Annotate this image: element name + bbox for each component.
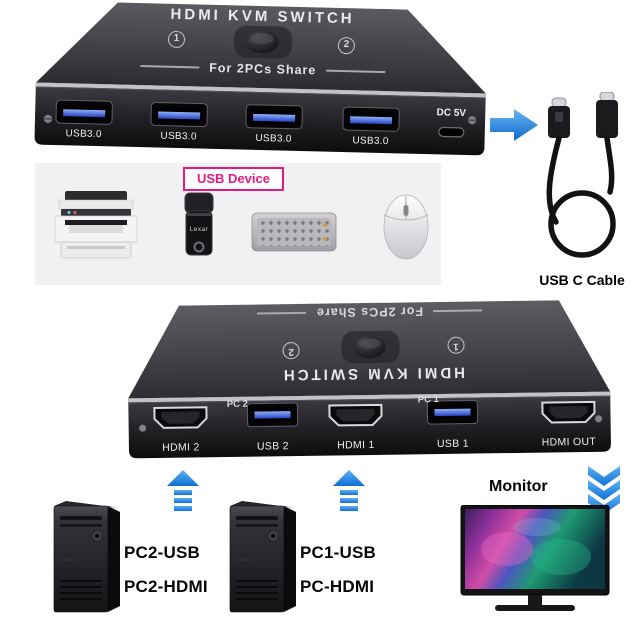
hdmi1-port-label: HDMI 1 <box>337 438 375 452</box>
usb-device-panel: USB Device Lexar <box>35 163 441 285</box>
usb-port-label: USB3.0 <box>255 132 292 145</box>
printer-icon <box>54 191 138 259</box>
usb-c-cable-icon <box>546 92 618 258</box>
kvm-switch-rear-view: For 2PCs Share HDMI KVM SWITCH 2 1 PC 2 … <box>107 291 631 466</box>
usb-port-icon <box>342 106 400 132</box>
monitor-icon <box>460 505 610 611</box>
usb-c-cable-label: USB C Cable <box>539 272 625 288</box>
usb-port-label: USB3.0 <box>160 130 197 143</box>
hdmi-port-icon <box>153 406 208 429</box>
usb-devices-graphic <box>54 191 429 260</box>
screw-icon <box>138 423 148 433</box>
selector-button <box>353 335 386 358</box>
usb-port-label: USB3.0 <box>352 135 389 148</box>
monitor-label: Monitor <box>489 478 548 495</box>
usb-port-label: USB3.0 <box>65 128 102 141</box>
usb2-port-label: USB 2 <box>256 440 289 453</box>
screw-icon <box>467 115 478 126</box>
pc1-usb-label: PC1-USB <box>300 543 377 562</box>
arrow-right-icon <box>490 109 538 141</box>
usb-c-port-icon <box>438 126 465 138</box>
device-subtitle-text: For 2PCs Share <box>209 60 317 78</box>
kvm-switch-front-view: HDMI KVM SWITCH 1 2 For 2PCs Share USB3.… <box>26 0 495 166</box>
pc2-port-group-label: PC 2 <box>226 398 248 410</box>
usb-port-icon <box>426 400 479 425</box>
dc-port-label: DC 5V <box>436 107 467 120</box>
mouse-icon <box>383 194 429 260</box>
usb1-port-label: USB 1 <box>436 437 469 451</box>
usb-device-badge: USB Device <box>183 167 284 191</box>
arrow-up-icon <box>333 470 365 511</box>
selector-number-2: 2 <box>282 341 300 360</box>
hdmi-port-icon <box>328 403 383 427</box>
pc2-usb-label: PC2-USB <box>124 543 201 562</box>
usb-port-icon <box>246 402 299 428</box>
screw-icon <box>43 113 54 124</box>
hdmi2-port-label: HDMI 2 <box>162 441 200 454</box>
usb-port-icon <box>150 101 208 128</box>
usb-port-icon <box>55 99 113 125</box>
kvm-switch-rear-graphic <box>128 300 611 459</box>
device-subtitle-text: For 2PCs Share <box>315 304 424 320</box>
pc-tower-2-icon <box>53 501 120 613</box>
arrow-up-icon <box>167 470 199 511</box>
pc-tower-1-icon <box>229 501 296 613</box>
usb-port-icon <box>245 104 303 130</box>
hdmi-port-icon <box>541 400 596 424</box>
keyboard-icon <box>251 212 337 252</box>
pc2-hdmi-label: PC2-HDMI <box>124 577 208 596</box>
pc1-port-group-label: PC 1 <box>417 394 439 406</box>
selector-button <box>244 31 279 54</box>
usb-flash-drive-icon <box>184 192 214 256</box>
pc-hdmi-label: PC-HDMI <box>300 577 375 596</box>
flash-drive-brand: Lexar <box>189 226 209 233</box>
screw-icon <box>594 414 604 424</box>
hdmi-out-port-label: HDMI OUT <box>541 435 597 449</box>
